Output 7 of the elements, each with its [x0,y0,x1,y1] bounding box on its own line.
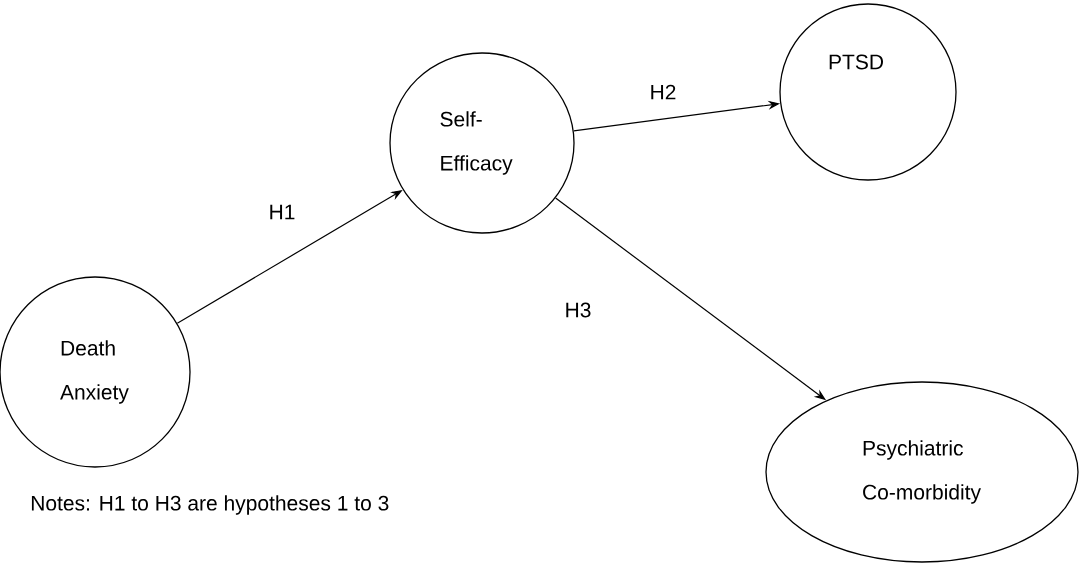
ellipse-node: Self- Efficacy [389,52,575,234]
ellipse-node: Psychiatric Co-morbidity [765,381,1079,563]
edge-label: H3 [563,301,593,319]
note-text: Notes: H1 to H3 are hypotheses 1 to 3 [31,495,389,515]
edge-label: H1 [267,203,297,221]
circle-node: PTSD [779,3,957,181]
edge-label: H2 [648,83,678,101]
